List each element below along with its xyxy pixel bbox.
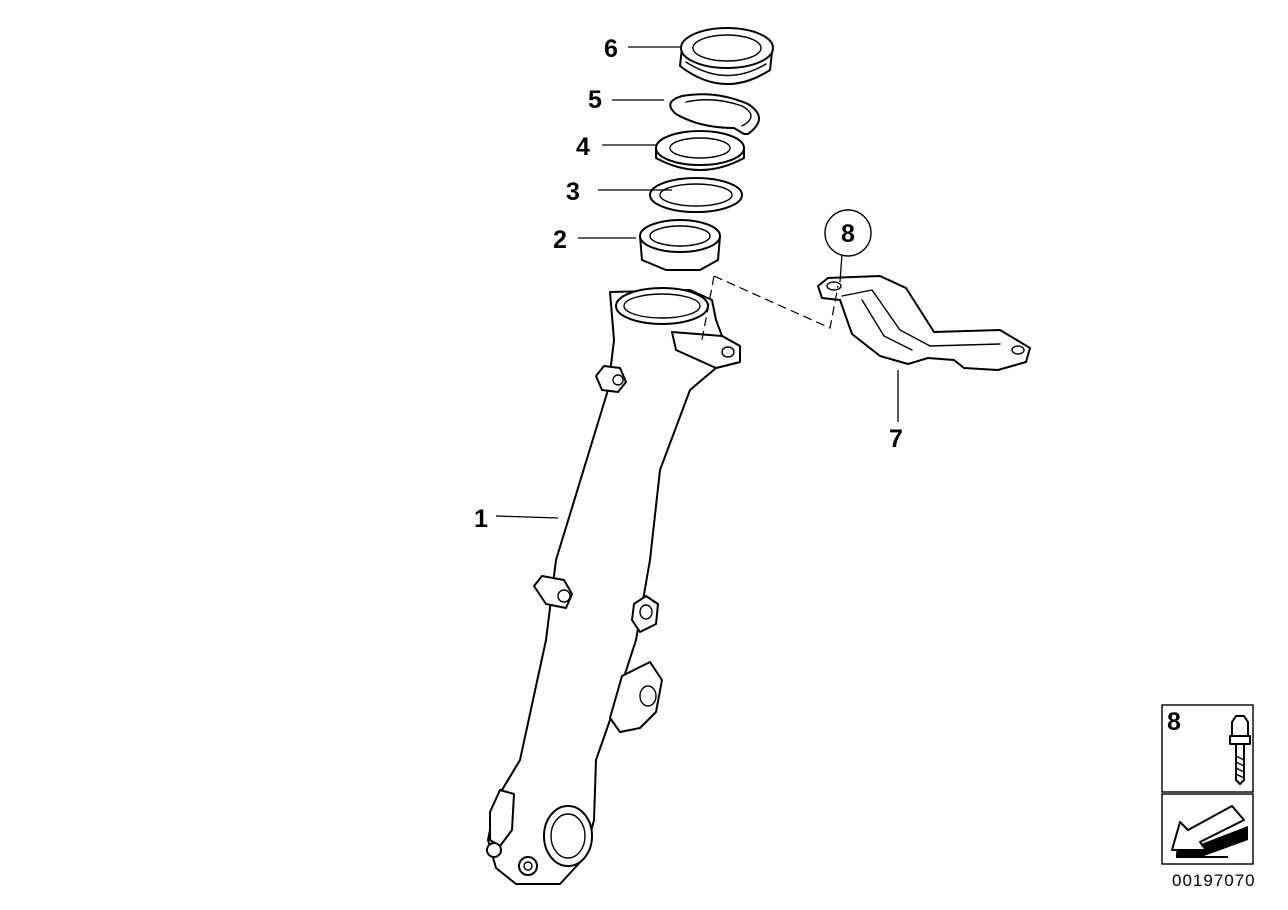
right-side-lug [631,595,659,633]
leader-line-8 [839,253,843,283]
orientation-arrow-icon [1171,805,1248,858]
bolt-icon-head [1231,715,1249,737]
callout-2[interactable]: 2 [553,226,567,254]
upper-boss-hole [612,374,624,386]
circlip-part[interactable] [669,93,760,135]
washer-inner [659,183,733,207]
assembly-line-bracket [713,275,839,329]
dust-seal-top [680,27,774,69]
middle-boss-hole [557,589,571,603]
dust-seal-lip [685,61,767,77]
fork-slider-clamp-lug [671,331,741,369]
callout-4[interactable]: 4 [576,133,590,161]
fork-slider-top-inner [623,293,701,319]
orientation-arrow-shape [1171,805,1245,851]
assembly-line-bolt [701,275,715,341]
orientation-arrow-box [1161,793,1254,865]
bracket-fold-line [841,289,1001,347]
middle-side-boss [533,575,573,609]
fork-slider-part[interactable] [486,287,741,885]
dust-seal-inner [692,34,762,62]
upper-side-boss [595,365,627,393]
leader-line-1 [495,515,559,519]
legend-item-8[interactable]: 8 [1161,704,1254,793]
callout-5[interactable]: 5 [588,86,602,114]
callout-8[interactable]: 8 [841,220,855,248]
clamp-lug-hole [721,346,735,358]
seal-ring-inner [669,137,731,159]
pinch-bolt-left [486,842,502,858]
caliper-mount [609,661,663,733]
bearing-race-part[interactable] [639,219,721,271]
document-number: 00197070 [1172,871,1256,890]
bolt-icon-thread [1235,755,1245,779]
seal-ring-top [655,130,745,166]
washer-outer [649,177,743,213]
callout-6[interactable]: 6 [604,35,618,63]
bracket-part[interactable] [817,275,1031,371]
axle-boss-inner [550,813,586,859]
bracket-hole-right [1011,345,1025,355]
bearing-race-top-inner [649,225,711,247]
pinch-bolt-right-head [523,861,533,871]
washer-part[interactable] [649,177,743,213]
dust-seal-part[interactable] [679,27,774,86]
right-lug-hole [639,604,653,620]
bolt-icon [1229,715,1251,785]
circlip-outline [669,93,760,135]
callout-1[interactable]: 1 [474,505,488,533]
callout-8-circle [824,209,872,257]
pinch-bolt-right [518,856,538,876]
callout-3[interactable]: 3 [566,178,580,206]
lower-rear-bulge [489,789,515,847]
seal-ring-part[interactable] [655,130,745,171]
bearing-race-top [639,219,721,253]
legend-item-8-label: 8 [1167,708,1181,736]
bracket-inner-rib [861,299,913,351]
callout-7[interactable]: 7 [889,425,903,453]
bracket-hole-left [826,281,842,291]
circlip-inner [685,99,752,127]
bracket-body [817,275,1031,371]
caliper-mount-hole [639,685,657,707]
bolt-icon-flange [1229,735,1251,745]
